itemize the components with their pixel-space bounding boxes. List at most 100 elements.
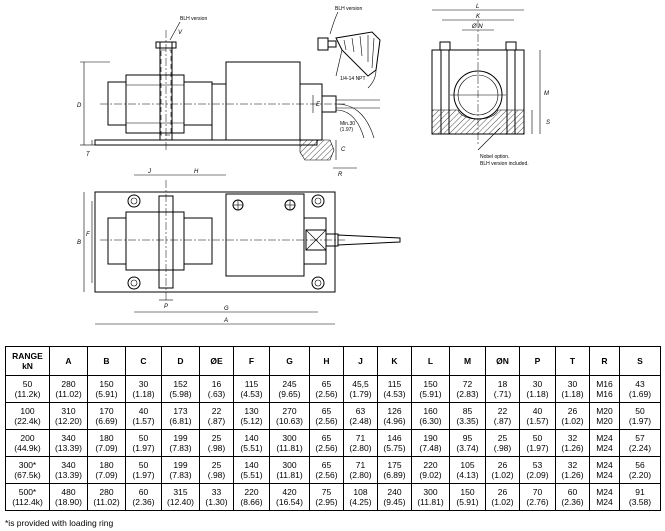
dim-label-d: D — [77, 103, 82, 109]
header-cell: R — [589, 346, 620, 376]
table-cell: 150(5.91) — [87, 375, 126, 403]
min30-in-label: (1.97) — [340, 127, 353, 133]
range-cell: 500*(112.4k) — [5, 483, 50, 511]
header-cell: K — [377, 346, 412, 376]
table-cell: 45,5(1.79) — [343, 375, 378, 403]
table-cell: 30(1.18) — [555, 375, 590, 403]
table-cell: 25(.98) — [199, 429, 234, 457]
min30-label: Min.30 — [340, 121, 355, 127]
table-cell: 173(6.81) — [161, 402, 200, 430]
side-view: D T E BLH version V Min.30 (1.97) C R — [77, 16, 380, 178]
table-cell: 199(7.83) — [161, 429, 200, 457]
table-cell: 126(4.96) — [377, 402, 412, 430]
table-cell: 72(2.83) — [449, 375, 486, 403]
table-cell: 146(5.75) — [377, 429, 412, 457]
header-cell: B — [87, 346, 126, 376]
header-cell: S — [619, 346, 661, 376]
header-cell: F — [233, 346, 270, 376]
table-cell: 240(9.45) — [377, 483, 412, 511]
table-cell: 315(12.40) — [161, 483, 200, 511]
table-cell: 18(.71) — [485, 375, 520, 403]
table-row: 300*(67.5k)340(13.39)180(7.09)50(1.97)19… — [5, 456, 661, 484]
header-cell: M — [449, 346, 486, 376]
table-cell: 280(11.02) — [87, 483, 126, 511]
dim-label-n: Ø N — [471, 24, 483, 30]
header-cell: A — [49, 346, 88, 376]
table-cell: 65(2.56) — [309, 456, 344, 484]
table-cell: 95(3.74) — [449, 429, 486, 457]
table-cell: 33(1.30) — [199, 483, 234, 511]
table-cell: 57(2.24) — [619, 429, 661, 457]
dim-label-t: T — [86, 152, 91, 158]
end-view: L K Ø N M S Nobel option. BLH version in… — [431, 4, 550, 167]
table-cell: 56(2.20) — [619, 456, 661, 484]
table-cell: 300(11.81) — [269, 429, 310, 457]
dim-label-j: J — [147, 169, 152, 175]
dim-label-h: H — [194, 169, 199, 175]
table-cell: 175(6.89) — [377, 456, 412, 484]
header-cell: ØE — [199, 346, 234, 376]
header-cell: D — [161, 346, 200, 376]
table-cell: 91(3.58) — [619, 483, 661, 511]
table-footnote: *is provided with loading ring — [5, 518, 114, 528]
table-cell: 108(4.25) — [343, 483, 378, 511]
table-cell: 270(10.63) — [269, 402, 310, 430]
table-cell: 115(4.53) — [233, 375, 270, 403]
table-cell: 43(1.69) — [619, 375, 661, 403]
table-cell: 170(6.69) — [87, 402, 126, 430]
dim-label-k: K — [476, 14, 481, 20]
table-cell: 420(16.54) — [269, 483, 310, 511]
table-cell: 71(2.80) — [343, 429, 378, 457]
technical-drawing: D T E BLH version V Min.30 (1.97) C R BL… — [77, 4, 550, 325]
table-cell: 245(9.65) — [269, 375, 310, 403]
table-row: 100(22.4k)310(12.20)170(6.69)40(1.57)173… — [5, 402, 661, 430]
table-cell: 300(11.81) — [269, 456, 310, 484]
table-cell: 30(1.18) — [125, 375, 162, 403]
header-cell: G — [269, 346, 310, 376]
dim-label-c: C — [341, 147, 346, 153]
table-cell: 280(11.02) — [49, 375, 88, 403]
table-cell: 199(7.83) — [161, 456, 200, 484]
table-cell: 160(6.30) — [411, 402, 450, 430]
cable-detail: BLH version 1/4-14 NPT — [317, 6, 381, 89]
range-cell: 50(11.2k) — [5, 375, 50, 403]
blh-included-label: BLH version included. — [480, 161, 529, 167]
table-cell: 140(5.51) — [233, 429, 270, 457]
table-cell: 50(1.97) — [519, 429, 556, 457]
table-row: 500*(112.4k)480(18.90)280(11.02)60(2.36)… — [5, 483, 661, 511]
table-cell: 53(2.09) — [519, 456, 556, 484]
table-cell: 65(2.56) — [309, 429, 344, 457]
table-cell: 340(13.39) — [49, 456, 88, 484]
table-cell: 40(1.57) — [519, 402, 556, 430]
dim-label-l: L — [476, 4, 479, 10]
table-cell: 85(3.35) — [449, 402, 486, 430]
table-cell: 130(5.12) — [233, 402, 270, 430]
table-cell: 40(1.57) — [125, 402, 162, 430]
table-cell: 22(.87) — [485, 402, 520, 430]
table-cell: 75(2.95) — [309, 483, 344, 511]
table-cell: 25(.98) — [485, 429, 520, 457]
table-cell: 60(2.36) — [125, 483, 162, 511]
table-cell: 50(1.97) — [125, 429, 162, 457]
blh-version-label-1: BLH version — [180, 16, 207, 22]
table-cell: 220(9.02) — [411, 456, 450, 484]
table-cell: 65(2.56) — [309, 375, 344, 403]
table-cell: 26(1.02) — [555, 402, 590, 430]
table-cell: 22(.87) — [199, 402, 234, 430]
table-cell: 26(1.02) — [485, 456, 520, 484]
header-cell: ØN — [485, 346, 520, 376]
table-cell: 50(1.97) — [125, 456, 162, 484]
dim-label-g: G — [224, 306, 229, 312]
table-cell: 220(8.66) — [233, 483, 270, 511]
range-cell: 200(44.9k) — [5, 429, 50, 457]
table-cell: 60(2.36) — [555, 483, 590, 511]
table-cell: 30(1.18) — [519, 375, 556, 403]
header-cell: T — [555, 346, 590, 376]
table-cell: 26(1.02) — [485, 483, 520, 511]
